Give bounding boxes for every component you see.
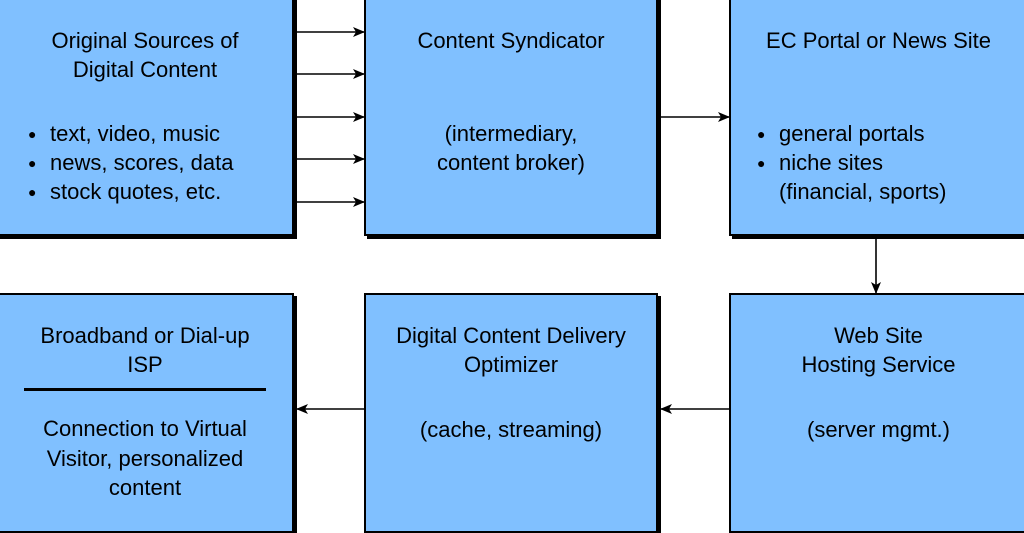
sources-bullet-3: ●stock quotes, etc. [28, 177, 221, 207]
bullet-icon: ● [28, 126, 37, 142]
hosting-title-line-1: Web Site [834, 323, 923, 348]
box-hosting-service: Web Site Hosting Service (server mgmt.) [729, 293, 1024, 533]
sources-bullet-2: ●news, scores, data [28, 148, 233, 178]
portal-title: EC Portal or News Site [766, 28, 991, 53]
isp-title-line-1: Broadband or Dial-up [40, 323, 250, 348]
isp-body-line-2: Visitor, personalized [46, 446, 244, 471]
box-ec-portal: EC Portal or News Site ●general portals … [729, 0, 1024, 236]
bullet-icon: ● [28, 155, 37, 171]
isp-divider [24, 388, 266, 391]
hosting-body: (server mgmt.) [807, 417, 950, 442]
syndicator-title: Content Syndicator [417, 28, 605, 53]
syndicator-body-line-2: content broker) [437, 150, 585, 175]
bullet-icon: ● [757, 155, 766, 171]
sources-title-line-2: Digital Content [72, 57, 218, 82]
syndicator-body-line-1: (intermediary, [444, 121, 578, 146]
portal-bullet-2: ●niche sites [757, 148, 883, 178]
hosting-title-line-2: Hosting Service [801, 352, 956, 377]
bullet-icon: ● [28, 184, 37, 200]
optimizer-title-line-1: Digital Content Delivery [396, 323, 626, 348]
optimizer-body: (cache, streaming) [419, 417, 603, 442]
box-content-syndicator: Content Syndicator (intermediary, conten… [364, 0, 658, 236]
portal-body-line-1: (financial, sports) [779, 179, 947, 204]
isp-title-line-2: ISP [127, 352, 163, 377]
bullet-icon: ● [757, 126, 766, 142]
box-original-sources: Original Sources of Digital Content ●tex… [0, 0, 294, 236]
box-isp: Broadband or Dial-up ISP Connection to V… [0, 293, 294, 533]
sources-title-line-1: Original Sources of [51, 28, 239, 53]
box-delivery-optimizer: Digital Content Delivery Optimizer (cach… [364, 293, 658, 533]
optimizer-title-line-2: Optimizer [463, 352, 559, 377]
isp-body-line-1: Connection to Virtual [43, 416, 247, 441]
sources-bullet-1: ●text, video, music [28, 119, 220, 149]
isp-body-line-3: content [108, 475, 182, 500]
portal-bullet-1: ●general portals [757, 119, 925, 149]
